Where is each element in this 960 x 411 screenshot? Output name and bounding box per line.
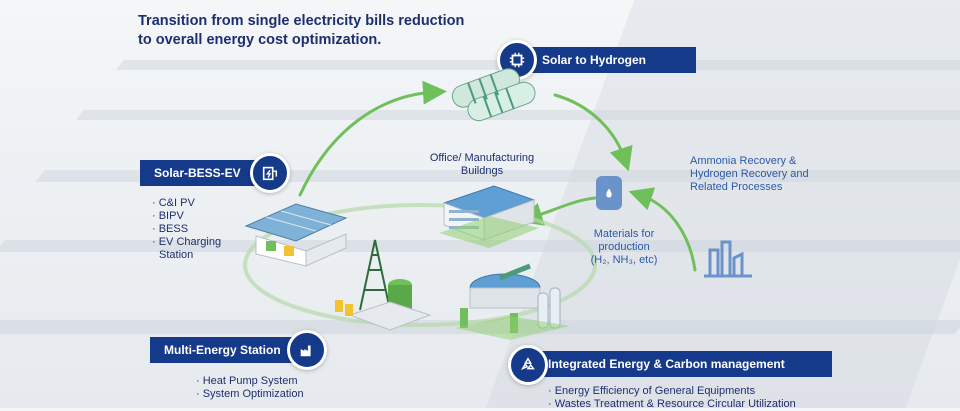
hydrogen-chip-icon [497, 40, 537, 80]
materials-line-1: Materials for [593, 228, 655, 240]
multi-energy-station-label: Multi-Energy Station [164, 343, 281, 357]
list-item: · BIPV [152, 210, 184, 222]
arrow-hydrogen-to-materials [553, 93, 633, 172]
hydrogen-tanks-illustration [451, 68, 536, 122]
integrated-energy-label: Integrated Energy & Carbon management [548, 357, 785, 371]
carbon-management-plant-illustration [455, 263, 570, 340]
battery-ev-icon [250, 153, 290, 193]
list-item: · Wastes Treatment & Resource Circular U… [548, 398, 796, 410]
list-item: · EV Charging [152, 236, 222, 248]
integrated-energy-badge: Integrated Energy & Carbon management [530, 351, 832, 377]
ammonia-line-1: Ammonia Recovery & [690, 155, 797, 167]
materials-label: Materials for production (H₂, NH₃, etc) [574, 228, 674, 267]
headline: Transition from single electricity bills… [138, 12, 478, 50]
arrow-to-hydrogen [298, 80, 447, 197]
list-item: · Energy Efficiency of General Equipment… [548, 385, 756, 397]
plant-icon [704, 240, 752, 278]
solar-bess-ev-label: Solar-BESS-EV [154, 166, 241, 180]
office-line-2: Buildngs [460, 165, 504, 177]
tank-icon [596, 176, 622, 210]
ammonia-line-3: Related Processes [690, 181, 783, 193]
ammonia-label: Ammonia Recovery & Hydrogen Recovery and… [690, 155, 840, 194]
office-label: Office/ Manufacturing Buildngs [412, 152, 552, 178]
list-item: Station [159, 249, 194, 261]
factory-icon [287, 330, 327, 370]
multi-energy-station-illustration [335, 239, 432, 331]
list-item: · BESS [152, 223, 189, 235]
headline-line-1: Transition from single electricity bills… [138, 13, 465, 29]
multi-energy-list: · Heat Pump System · System Optimization [196, 375, 304, 401]
materials-line-2: production [598, 241, 650, 253]
integrated-list: · Energy Efficiency of General Equipment… [548, 385, 796, 411]
materials-line-3: (H₂, NH₃, etc) [590, 254, 658, 266]
recycle-icon [508, 345, 548, 385]
list-item: · C&I PV [152, 197, 195, 209]
office-line-1: Office/ Manufacturing [429, 152, 535, 164]
solar-to-hydrogen-badge: Solar to Hydrogen [520, 47, 696, 73]
list-item: · Heat Pump System [196, 375, 298, 387]
multi-energy-station-badge: Multi-Energy Station [150, 337, 314, 363]
ev-charging-station-illustration [244, 203, 348, 267]
arrow-ammonia-to-materials [628, 187, 697, 272]
arrow-materials-to-office [518, 196, 597, 226]
solar-bess-ev-list: · C&I PV · BIPV · BESS · EV Charging Sta… [152, 197, 221, 262]
office-building-illustration [439, 185, 539, 248]
solar-to-hydrogen-label: Solar to Hydrogen [542, 53, 647, 67]
ammonia-line-2: Hydrogen Recovery and [690, 168, 809, 180]
headline-line-2: to overall energy cost optimization. [138, 32, 382, 48]
list-item: · System Optimization [196, 388, 304, 400]
